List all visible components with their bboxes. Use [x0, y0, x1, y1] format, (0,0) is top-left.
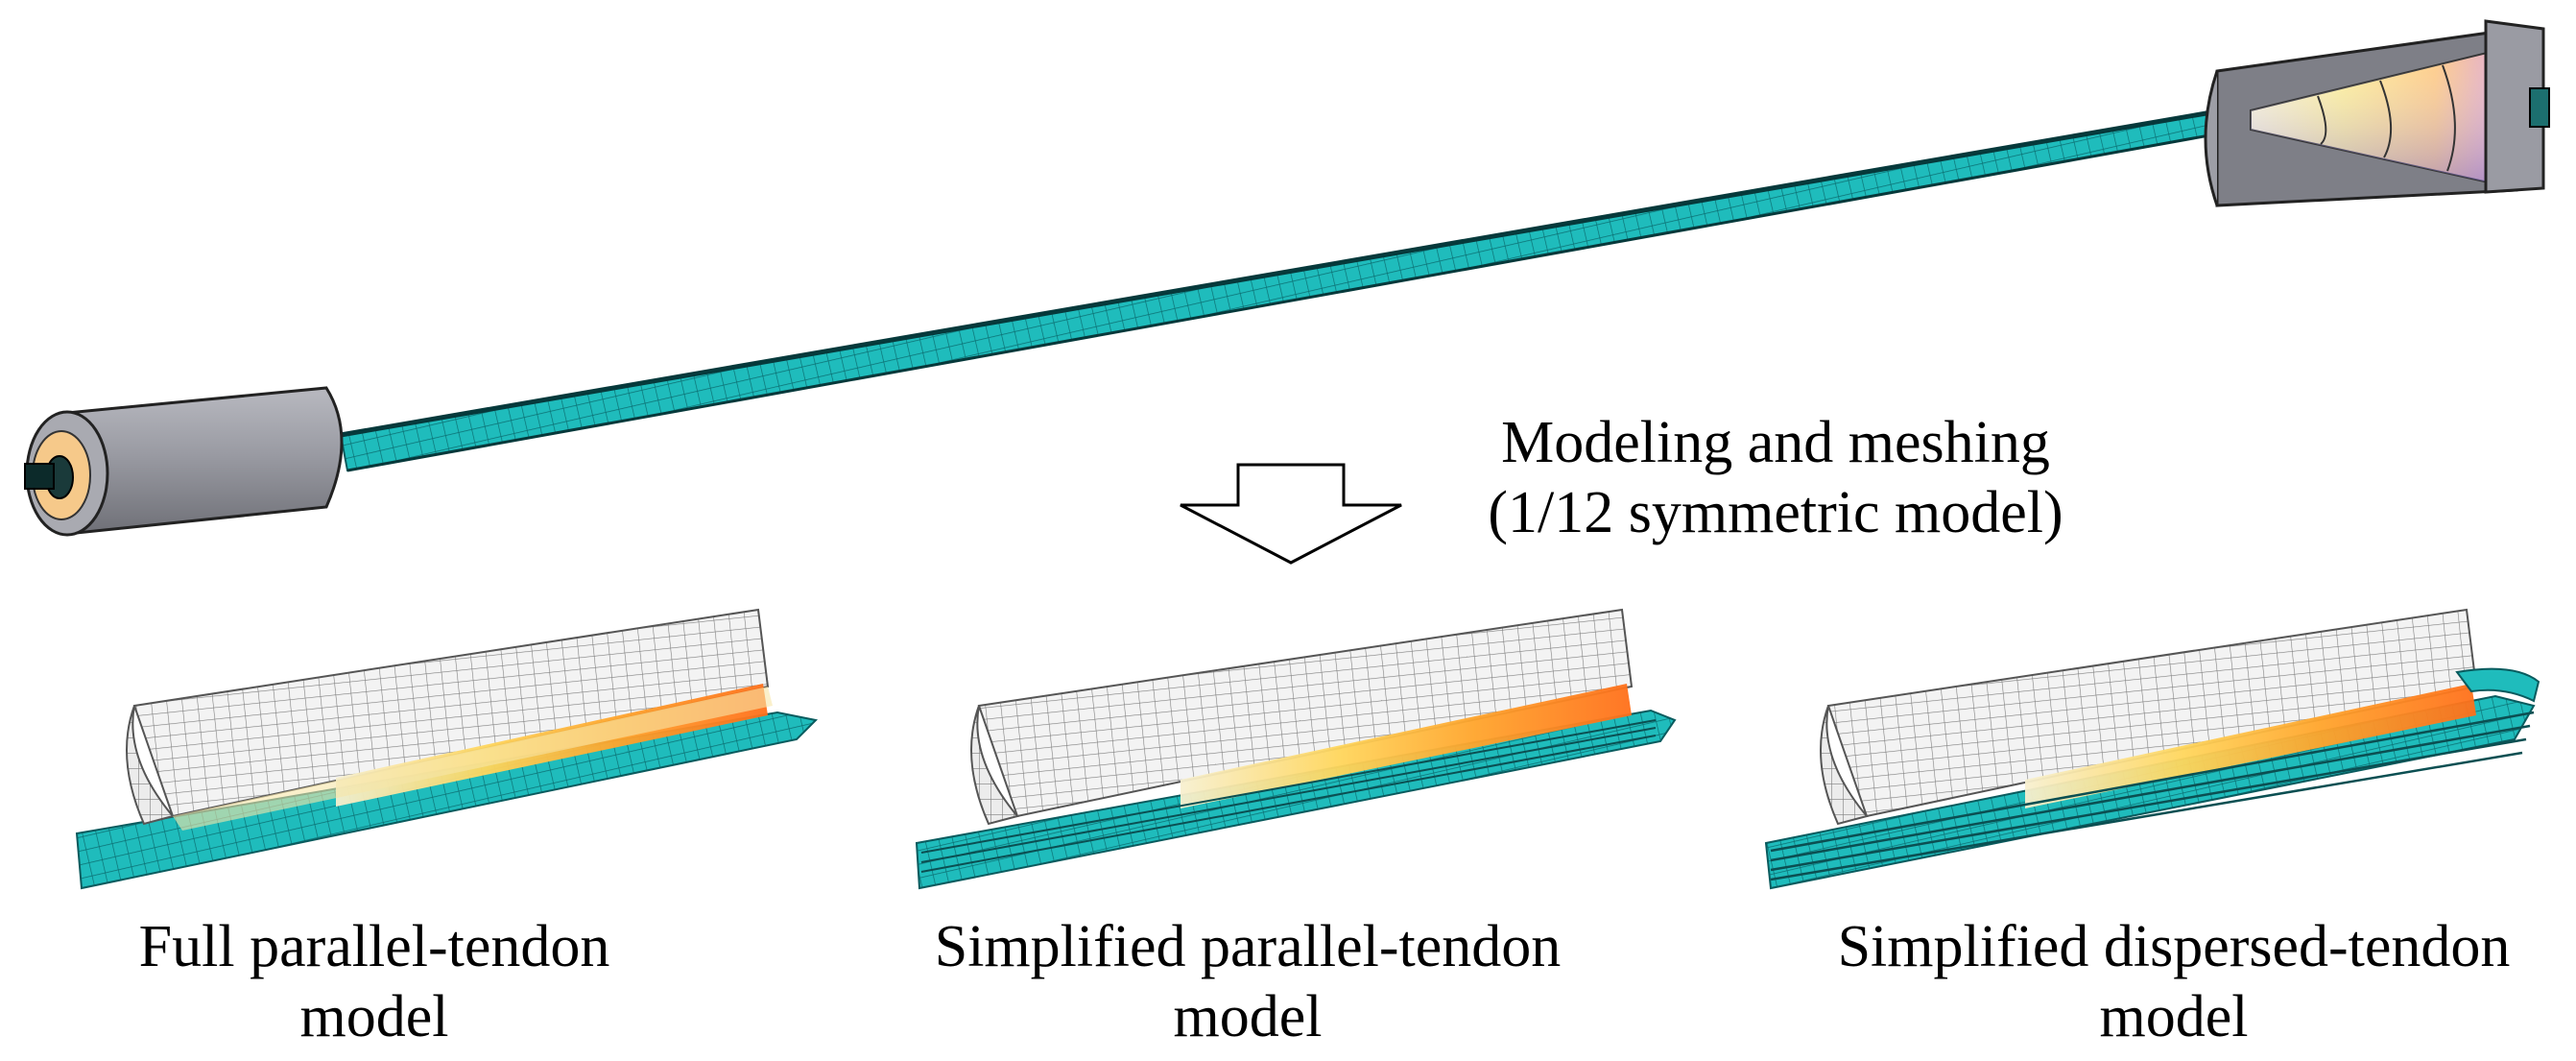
annotation-line-1: Modeling and meshing: [1501, 410, 2050, 475]
caption-1-line-1: Full parallel-tendon: [138, 914, 610, 979]
annotation-line-2: (1/12 symmetric model): [1488, 480, 2063, 546]
caption-2-line-2: model: [1173, 984, 1323, 1050]
caption-simplified-dispersed: Simplified dispersed-tendon model: [1785, 912, 2563, 1052]
caption-3-line-1: Simplified dispersed-tendon: [1837, 914, 2511, 979]
modeling-annotation: Modeling and meshing (1/12 symmetric mod…: [1430, 408, 2121, 548]
model-simplified-dispersed: [1764, 608, 2540, 890]
caption-full-parallel: Full parallel-tendon model: [86, 912, 662, 1052]
model-simplified-parallel: [915, 608, 1677, 890]
right-anchor: [2204, 19, 2550, 207]
long-tendon: [339, 103, 2259, 472]
model-full-parallel: [75, 608, 819, 890]
left-anchor: [24, 386, 344, 537]
caption-3-line-2: model: [2099, 984, 2249, 1050]
caption-1-line-2: model: [299, 984, 449, 1050]
caption-simplified-parallel: Simplified parallel-tendon model: [864, 912, 1632, 1052]
caption-2-line-1: Simplified parallel-tendon: [934, 914, 1562, 979]
down-arrow: [1180, 463, 1402, 565]
